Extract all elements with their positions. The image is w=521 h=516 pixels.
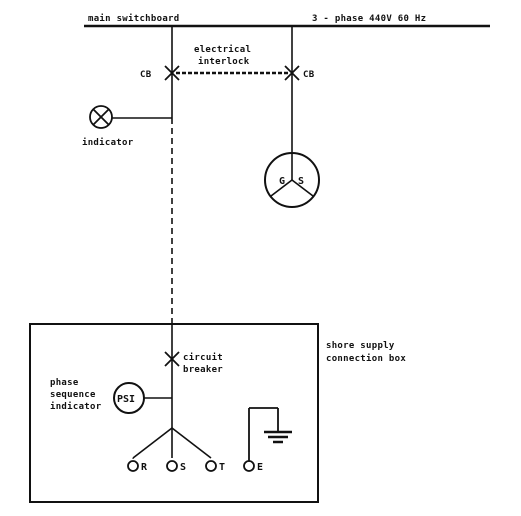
interlock-label-line2: interlock bbox=[198, 56, 250, 67]
earth-ground-icon bbox=[248, 407, 292, 461]
shore-connection-box bbox=[29, 323, 319, 503]
psi-label-line1: phase bbox=[50, 378, 79, 388]
circuit-breaker-symbol bbox=[164, 351, 180, 367]
terminal-t-icon bbox=[205, 460, 217, 472]
terminal-t-label: T bbox=[219, 462, 225, 473]
main-switchboard-label: main switchboard bbox=[88, 13, 180, 24]
circuit-breaker-label-line1: circuit bbox=[183, 352, 223, 363]
psi-icon: PSI bbox=[113, 382, 145, 414]
right-breaker-symbol bbox=[284, 65, 300, 81]
right-cb-label: CB bbox=[303, 70, 315, 80]
indicator-lamp-icon bbox=[89, 105, 113, 129]
circuit-breaker-label-line2: breaker bbox=[183, 365, 223, 375]
terminal-r-icon bbox=[127, 458, 139, 472]
generator-icon: G S bbox=[264, 152, 320, 208]
interlock-label-line1: electrical bbox=[194, 44, 251, 55]
left-cb-label: CB bbox=[140, 70, 152, 80]
psi-label-line2: sequence bbox=[50, 390, 96, 400]
shore-box-label-line1: shore supply bbox=[326, 341, 395, 351]
terminal-e-icon bbox=[243, 460, 255, 472]
generator-label-left: G bbox=[279, 176, 285, 187]
shore-box-label-line2: connection box bbox=[326, 353, 406, 364]
supply-spec-label: 3 - phase 440V 60 Hz bbox=[312, 14, 426, 24]
terminal-e-label: E bbox=[257, 462, 263, 473]
generator-label-right: S bbox=[298, 176, 304, 187]
psi-symbol-label: PSI bbox=[117, 394, 135, 405]
left-breaker-symbol bbox=[164, 65, 180, 81]
phase-fanout bbox=[132, 427, 212, 459]
indicator-label: indicator bbox=[82, 137, 134, 148]
psi-label-line3: indicator bbox=[50, 401, 102, 412]
terminal-s-icon bbox=[166, 460, 178, 472]
terminal-s-label: S bbox=[180, 462, 186, 473]
terminal-r-label: R bbox=[141, 462, 148, 473]
